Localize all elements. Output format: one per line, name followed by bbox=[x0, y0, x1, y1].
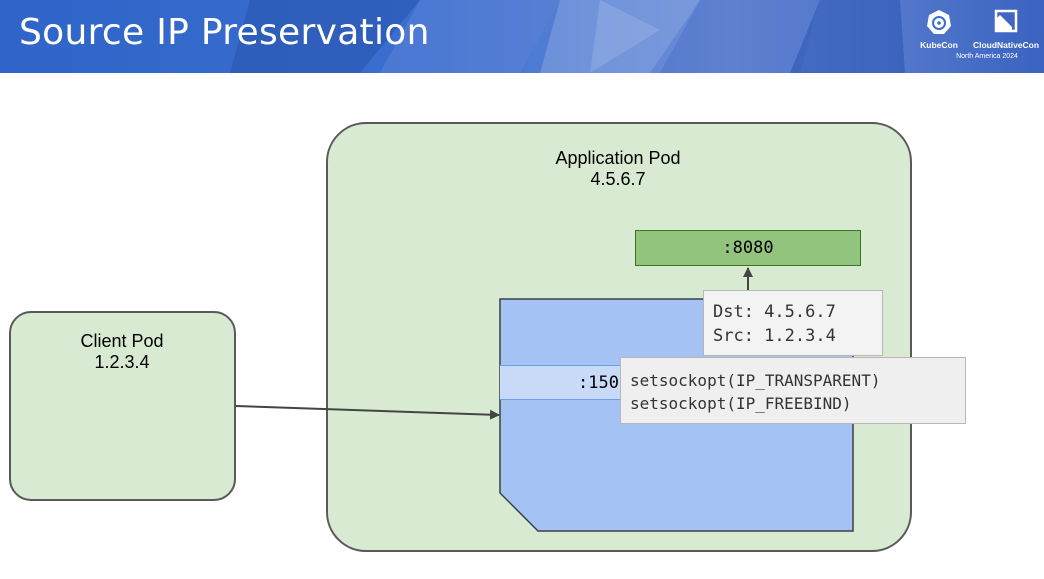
kubecon-label: KubeCon bbox=[920, 40, 958, 50]
socket-option: setsockopt(IP_TRANSPARENT) bbox=[630, 371, 881, 390]
cloudnativecon-logo: CloudNativeCon bbox=[968, 9, 1044, 50]
slide-title: Source IP Preservation bbox=[19, 12, 430, 53]
client-pod-label: Client Pod 1.2.3.4 bbox=[22, 331, 222, 373]
client-pod-name: Client Pod bbox=[80, 331, 164, 351]
listener-port: :8080 bbox=[635, 230, 861, 266]
packet-src: Src: 1.2.3.4 bbox=[713, 326, 836, 346]
proxy-port: :150 bbox=[500, 365, 626, 400]
socket-options-box: setsockopt(IP_TRANSPARENT) setsockopt(IP… bbox=[620, 357, 966, 424]
application-pod-name: Application Pod bbox=[555, 148, 681, 168]
packet-headers-box: Dst: 4.5.6.7 Src: 1.2.3.4 bbox=[703, 290, 883, 356]
cloudnativecon-label: CloudNativeCon bbox=[972, 40, 1040, 50]
cncf-icon bbox=[994, 9, 1018, 33]
application-pod-label: Application Pod 4.5.6.7 bbox=[518, 148, 718, 190]
slide-header: Source IP Preservation KubeCon CloudNati… bbox=[0, 0, 1044, 73]
client-pod bbox=[9, 311, 236, 501]
client-pod-ip: 1.2.3.4 bbox=[94, 352, 150, 372]
header-background bbox=[230, 0, 905, 73]
conference-logos: KubeCon CloudNativeCon North America 202… bbox=[904, 0, 1044, 73]
event-label: North America 2024 bbox=[956, 53, 1018, 60]
application-pod-ip: 4.5.6.7 bbox=[590, 169, 646, 189]
client-to-proxy-arrow bbox=[235, 405, 500, 420]
socket-option: setsockopt(IP_FREEBIND) bbox=[630, 394, 852, 413]
helm-wheel-icon bbox=[927, 10, 951, 34]
packet-dst: Dst: 4.5.6.7 bbox=[713, 302, 836, 322]
kubecon-logo: KubeCon bbox=[914, 9, 964, 50]
